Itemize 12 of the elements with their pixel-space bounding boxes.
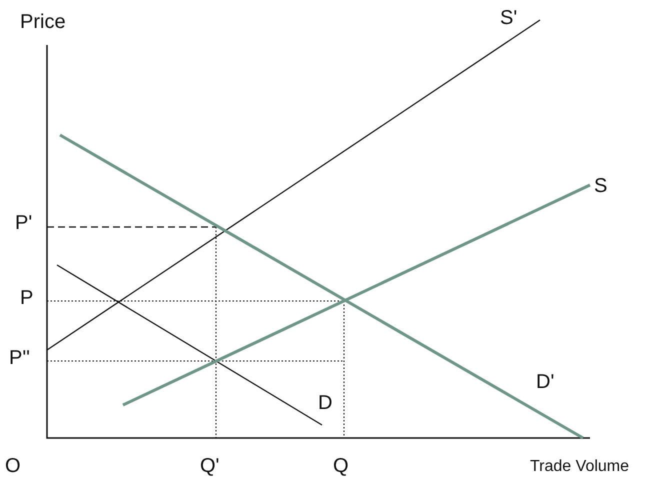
tick-label: O bbox=[5, 456, 21, 476]
curve-label: S bbox=[594, 176, 608, 196]
curve-label: D bbox=[318, 393, 332, 413]
tick-label: P' bbox=[15, 213, 32, 233]
curve-label: D' bbox=[536, 372, 554, 392]
axis-label: Price bbox=[20, 12, 66, 32]
tick-label: P'' bbox=[9, 348, 30, 368]
curve-label: S' bbox=[500, 8, 518, 28]
tick-label: Q' bbox=[200, 456, 220, 476]
tick-label: P bbox=[20, 288, 34, 308]
axis-label: Trade Volume bbox=[530, 459, 630, 475]
tick-label: Q bbox=[333, 456, 349, 476]
